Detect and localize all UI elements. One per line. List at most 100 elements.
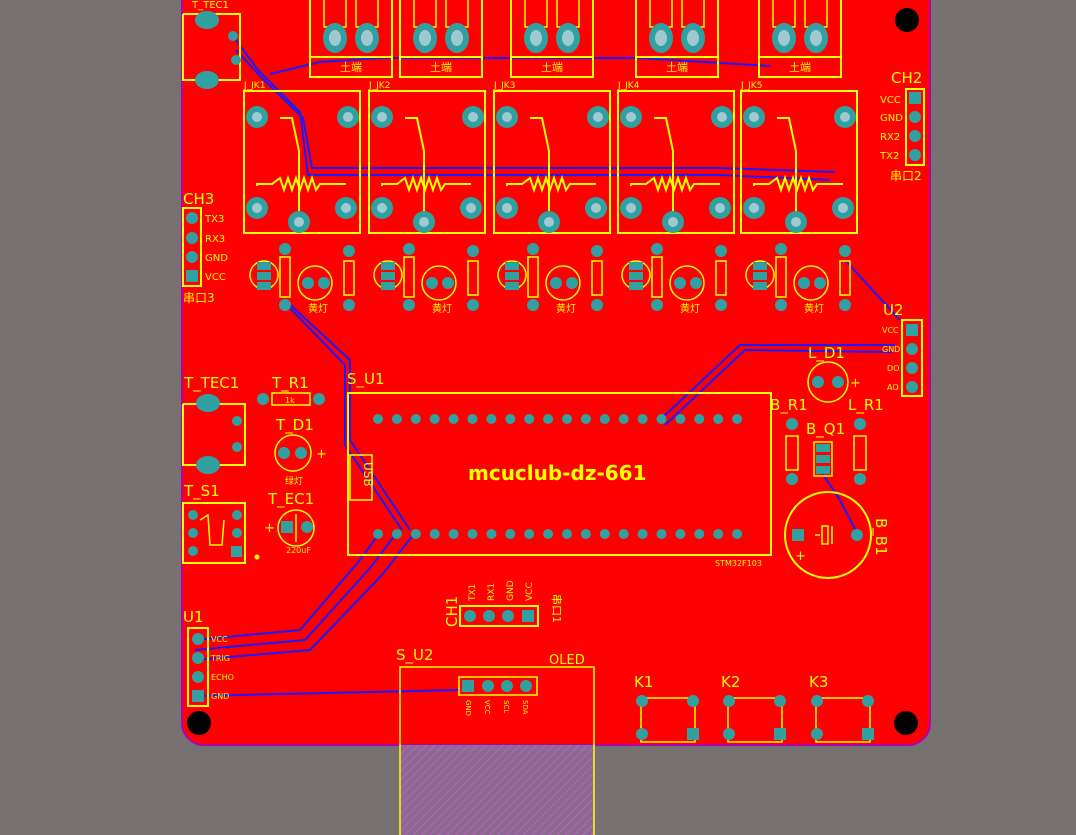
t-ec1: T_EC1 + 220uF (264, 490, 315, 555)
relay-drivers: 黄灯 黄灯 黄灯 (249, 243, 851, 315)
relay-jk2: J_JK2 (368, 81, 486, 234)
relay-connector-1: 土端 (309, 0, 393, 78)
button-k1: K1 (634, 673, 699, 743)
oled-ribbon (400, 745, 594, 835)
relay-jk1: J_JK1 (243, 81, 361, 234)
stm32-pin-pad (618, 414, 629, 424)
t-s1-label: T_S1 (183, 482, 220, 501)
traces (194, 35, 901, 697)
relay-connectors: 土端 土端 土端 土端 (309, 0, 842, 78)
relay-flag-3: 土端 (541, 61, 563, 74)
stm32-pin-pad (467, 414, 478, 424)
ch2-pin-4: TX2 (879, 151, 899, 162)
stm32-pin-pad (562, 529, 572, 539)
led-caption-4: 黄灯 (680, 302, 700, 315)
stm32-pin-pad (580, 529, 591, 539)
l-d1: L_D1 + (807, 344, 861, 403)
button-k2: K2 (721, 673, 786, 743)
stm32-pin-pad (675, 529, 686, 539)
stm32-pin-pad (410, 414, 421, 424)
t-d1-label: T_D1 (275, 416, 314, 435)
ch3-pin-4: VCC (205, 272, 226, 283)
stm32-pin-pad (373, 529, 383, 539)
ch2-label: CH2 (891, 69, 922, 87)
u2-header: U2 VCC GND DO AO (882, 301, 923, 397)
ch2-header: CH2 VCC GND RX2 TX2 串口2 (879, 69, 925, 183)
b-r1-label: B_R1 (770, 396, 808, 415)
oled-pin-4: SDA (521, 700, 529, 715)
relay-connector-4: 土端 (635, 0, 719, 78)
s-u2-label: S_U2 (396, 646, 434, 665)
stm32-pin-pad (656, 529, 667, 539)
stm32-pin-pad (448, 529, 459, 539)
u2-pin-1: VCC (882, 326, 899, 335)
stm32-pin-pad (467, 529, 478, 539)
t-s1: T_S1 (182, 482, 260, 564)
b-r1: B_R1 (770, 396, 808, 485)
u2-label: U2 (883, 301, 904, 319)
stm32-pin-pad (543, 529, 554, 539)
t-r1: T_R1 1k (257, 374, 325, 406)
stm32-pin-pad (656, 414, 667, 424)
stm32-pin-pad (694, 414, 705, 424)
ch3-pin-3: GND (205, 253, 228, 264)
ch1-pin-4: VCC (525, 582, 535, 601)
relay-jk4-label: J_JK4 (617, 81, 640, 91)
relay-connector-2: 土端 (399, 0, 483, 78)
led-caption-5: 黄灯 (804, 302, 824, 315)
ch1-header: CH1 TX1 RX1 GND VCC 串口1 (443, 580, 563, 627)
ch2-caption: 串口2 (890, 169, 922, 183)
stm32-bottom-pins (373, 529, 743, 539)
s-u1-module: S_U1 USB mcuclub-dz-661 STM32F103 (347, 370, 772, 568)
stm32-pin-pad (732, 414, 743, 424)
stm32-label: STM32F103 (715, 559, 762, 568)
stm32-pin-pad (694, 529, 705, 539)
stm32-pin-pad (429, 529, 440, 539)
driver-5: 黄灯 (745, 243, 851, 315)
relay-jk5: J_JK5 (740, 81, 858, 234)
stm32-top-pins (373, 414, 743, 424)
l-d1-plus: + (850, 376, 861, 391)
relay-jk2-label: J_JK2 (368, 81, 390, 91)
stm32-pin-pad (524, 414, 535, 424)
driver-1: 黄灯 (249, 243, 355, 315)
stm32-pin-pad (505, 529, 516, 539)
relay-jk3: J_JK3 (493, 81, 611, 234)
t-r1-label: T_R1 (271, 374, 309, 393)
t-d1-plus: + (316, 447, 327, 462)
button-k3: K3 (809, 673, 874, 743)
u1-pin-1: VCC (211, 635, 228, 644)
stm32-pin-pad (448, 414, 459, 424)
led-caption-3: 黄灯 (556, 302, 576, 315)
relay-flag-5: 土端 (789, 61, 811, 74)
stm32-pin-pad (732, 529, 743, 539)
led-caption-2: 黄灯 (432, 302, 452, 315)
oled-pin-3: SCL (502, 700, 510, 713)
oled-pin-2: VCC (483, 700, 491, 715)
relay-connector-3: 土端 (510, 0, 594, 78)
t-tec1: T_TEC1 (182, 374, 246, 474)
t-tec-top: T_TEC1 (182, 0, 241, 89)
stm32-pin-pad (486, 414, 497, 424)
u1-label: U1 (183, 608, 204, 626)
relay-flag-1: 土端 (340, 61, 362, 74)
u2-pin-2: GND (882, 345, 900, 354)
b-b1-buzzer: + B_B1 (784, 491, 890, 579)
stm32-pin-pad (713, 414, 724, 424)
stm32-pin-pad (618, 529, 629, 539)
ch2-pin-1: VCC (880, 95, 901, 106)
stm32-pin-pad (505, 414, 516, 424)
relay-jk4: J_JK4 (617, 81, 735, 234)
stm32-pin-pad (524, 529, 535, 539)
ch1-caption: 串口1 (550, 594, 563, 623)
stm32-pin-pad (562, 414, 572, 424)
ch3-caption: 串口3 (183, 291, 215, 305)
button-k2-label: K2 (721, 673, 740, 691)
t-ec1-plus: + (264, 521, 275, 536)
ch3-header: CH3 TX3 RX3 GND VCC 串口3 (182, 190, 228, 305)
stm32-pin-pad (599, 529, 610, 539)
stm32-pin-pad (675, 414, 686, 424)
ch1-pin-1: TX1 (468, 584, 478, 602)
stm32-pin-pad (637, 529, 648, 539)
